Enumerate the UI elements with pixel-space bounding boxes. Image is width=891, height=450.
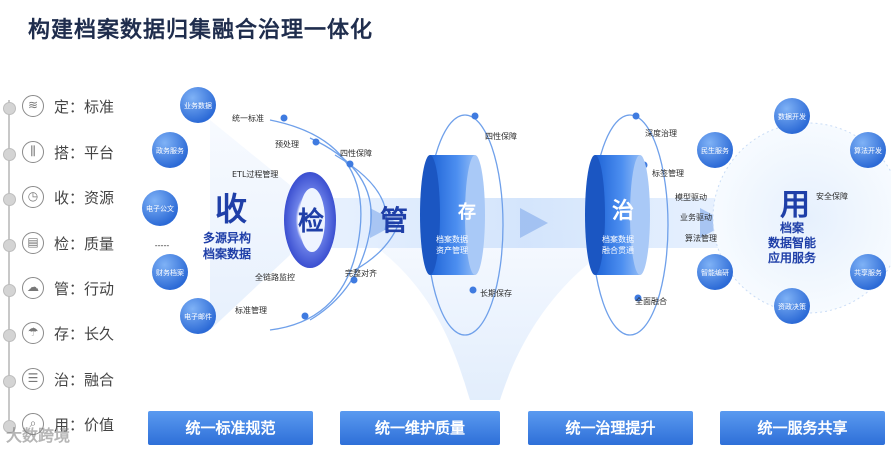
- watermark: 大数跨境: [6, 426, 71, 445]
- label-four-safe-1: 四性保障: [340, 148, 372, 158]
- clock-icon: ◷: [22, 186, 44, 208]
- service-decision: 资政决策: [778, 302, 806, 311]
- label-four-safe-2: 四性保障: [485, 131, 517, 141]
- stage-check-char: 检: [298, 206, 324, 237]
- label-preprocess: 预处理: [275, 139, 299, 149]
- store-cylinder-left: [420, 155, 440, 275]
- sidebar-item-manage[interactable]: ☁ 管：行动: [0, 276, 140, 302]
- stage-govern-char: 治: [612, 198, 634, 224]
- timeline-dot: [3, 193, 16, 206]
- sidebar-item-store[interactable]: ☂ 存：长久: [0, 321, 140, 347]
- store-sub2: 资产管理: [436, 245, 468, 255]
- collect-sub2: 档案数据: [203, 246, 251, 261]
- bottom-button-govern[interactable]: 统一治理提升: [528, 411, 693, 445]
- pipeline-diagram: 业务数据 政务服务 电子公文 财务档案 电子邮件 ----- 数据开发 民生服务…: [142, 87, 891, 400]
- sidebar-item-label: 治：融合: [54, 371, 115, 389]
- label-long-store: 长期保存: [480, 288, 512, 298]
- collect-sub1: 多源异构: [203, 230, 251, 245]
- bottom-funnel: [350, 230, 640, 400]
- page-title: 构建档案数据归集融合治理一体化: [28, 18, 374, 43]
- label-tag-mgmt: 标签管理: [652, 168, 684, 178]
- source-bubbles: [142, 87, 216, 334]
- sidebar-item-collect[interactable]: ◷ 收：资源: [0, 185, 140, 211]
- platform-icon: ⫼: [22, 141, 44, 163]
- bottom-button-service[interactable]: 统一服务共享: [720, 411, 885, 445]
- govern-sub1: 档案数据: [602, 234, 634, 244]
- sidebar: ≋ 定：标准 ⫼ 搭：平台 ◷ 收：资源 ▤ 检：质量 ☁ 管：行动 ☂ 存：长…: [0, 88, 140, 443]
- label-model-driven: 模型驱动: [675, 192, 707, 202]
- service-livelihood: 民生服务: [701, 146, 729, 155]
- bottom-button-quality[interactable]: 统一维护质量: [340, 411, 500, 445]
- arc-nodes: [280, 112, 648, 320]
- stage-manage-char: 管: [380, 204, 408, 237]
- label-align: 完整对齐: [345, 268, 377, 278]
- label-algo-mgmt: 算法管理: [685, 233, 717, 243]
- service-research: 智能编研: [701, 268, 729, 277]
- collect-cone: [210, 120, 290, 330]
- use-sub3: 应用服务: [768, 250, 817, 265]
- sidebar-item-label: 存：长久: [54, 325, 115, 343]
- stage-store-char: 存: [458, 201, 476, 223]
- umbrella-icon: ☂: [22, 322, 44, 344]
- store-cylinder-right: [465, 155, 485, 275]
- label-biz-driven: 业务驱动: [680, 212, 712, 222]
- sidebar-item-use[interactable]: ⌕ 用：价值: [0, 412, 140, 438]
- sidebar-item-define[interactable]: ≋ 定：标准: [0, 94, 140, 120]
- label-security: 安全保障: [816, 191, 848, 201]
- govern-cylinder-left: [585, 155, 605, 275]
- label-etl: ETL过程管理: [232, 169, 278, 179]
- sidebar-item-check[interactable]: ▤ 检：质量: [0, 231, 140, 257]
- source-business: 业务数据: [184, 101, 212, 110]
- list-icon: ☰: [22, 368, 44, 390]
- stack-layers-icon: ≋: [22, 95, 44, 117]
- stage-collect-char: 收: [215, 190, 247, 228]
- label-unified-standard: 统一标准: [232, 113, 264, 123]
- label-deep-govern: 深度治理: [645, 128, 677, 138]
- label-standard-mgmt: 标准管理: [235, 305, 267, 315]
- sidebar-item-label: 管：行动: [54, 280, 115, 298]
- store-sub1: 档案数据: [436, 234, 468, 244]
- govern-cylinder-right: [630, 155, 650, 275]
- cloud-icon: ☁: [22, 277, 44, 299]
- govern-sub2: 融合贯通: [602, 245, 634, 255]
- stage-use-char: 用: [780, 188, 810, 223]
- timeline-dot: [3, 102, 16, 115]
- sidebar-item-build[interactable]: ⫼ 搭：平台: [0, 140, 140, 166]
- label-full-fusion: 全面融合: [635, 296, 667, 306]
- source-doc: 电子公文: [146, 204, 174, 213]
- timeline-dot: [3, 239, 16, 252]
- sidebar-item-label: 用：价值: [54, 416, 115, 434]
- bottom-button-standard[interactable]: 统一标准规范: [148, 411, 313, 445]
- check-ring-hole: [299, 188, 325, 252]
- label-monitor: 全链路监控: [255, 272, 295, 282]
- source-finance: 财务档案: [156, 268, 184, 277]
- search-icon: ⌕: [22, 413, 44, 435]
- service-bubbles: [697, 98, 886, 324]
- timeline-line: [8, 100, 10, 430]
- service-algo: 算法开发: [854, 146, 882, 155]
- source-email: 电子邮件: [184, 312, 212, 321]
- timeline-dot: [3, 420, 16, 433]
- timeline-dot: [3, 284, 16, 297]
- timeline-dot: [3, 329, 16, 342]
- timeline-dot: [3, 375, 16, 388]
- service-dev: 数据开发: [778, 112, 806, 121]
- sidebar-item-label: 定：标准: [54, 98, 115, 116]
- sidebar-item-label: 搭：平台: [54, 144, 115, 162]
- use-sub1: 档案: [780, 220, 805, 235]
- timeline-dot: [3, 148, 16, 161]
- service-share: 共享服务: [854, 268, 882, 277]
- source-ellipsis: -----: [155, 241, 170, 250]
- sidebar-item-govern[interactable]: ☰ 治：融合: [0, 367, 140, 393]
- document-check-icon: ▤: [22, 232, 44, 254]
- sidebar-item-label: 收：资源: [54, 189, 115, 207]
- use-sub2: 数据智能: [768, 235, 816, 250]
- sidebar-item-label: 检：质量: [54, 235, 115, 253]
- source-gov: 政务服务: [156, 146, 184, 155]
